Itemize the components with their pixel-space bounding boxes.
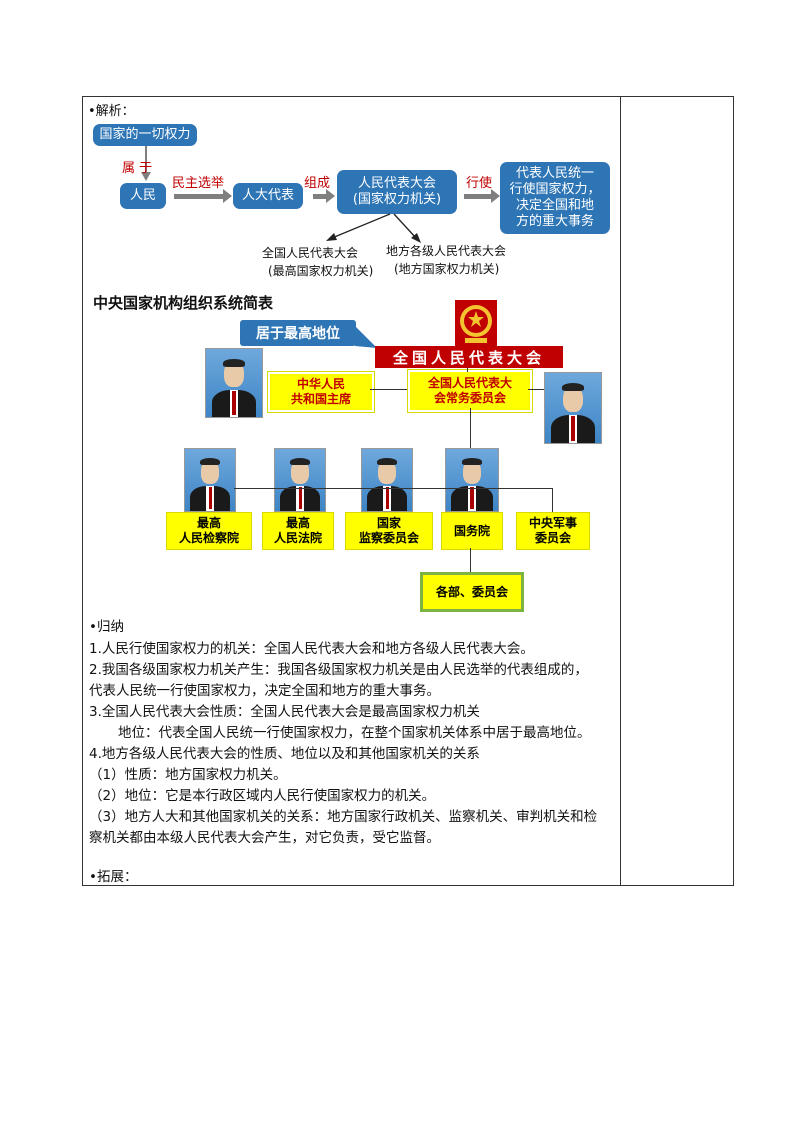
election-label: 民主选举: [172, 176, 225, 191]
callout-pointer-icon: [355, 326, 377, 348]
branch-left-line2: (最高国家权力机关): [268, 264, 374, 278]
ministries-box: 各部、委员会: [420, 572, 524, 612]
connector-line: [370, 389, 410, 390]
branch-left-line1: 全国人民代表大会: [262, 246, 359, 260]
premier-photo: [445, 448, 499, 512]
connector-line: [467, 368, 468, 372]
exercise-label: 行使: [466, 176, 493, 191]
national-emblem-icon: [455, 300, 497, 346]
summary-heading: •归纳: [89, 619, 124, 635]
form-label: 组成: [304, 176, 331, 191]
standing-line2: 会常务委员会: [433, 391, 506, 405]
president-line1: 中华人民: [296, 377, 345, 391]
summary-line: 3.全国人民代表大会性质：全国人民代表大会是最高国家权力机关: [89, 704, 480, 720]
procuratorate-line1: 最高: [196, 516, 221, 530]
military-line2: 委员会: [534, 531, 571, 545]
org-chart-title: 中央国家机构组织系统简表: [93, 294, 274, 312]
result-line4: 方的重大事务: [515, 214, 594, 229]
connector-line: [234, 488, 552, 489]
election-arrow-icon: [174, 189, 232, 203]
president-photo: [205, 348, 263, 418]
court-line1: 最高: [285, 516, 310, 530]
deputies-box: 人大代表: [233, 183, 303, 209]
arrow-down-icon: [141, 146, 151, 181]
supervision-box: 国家监察委员会: [345, 512, 433, 550]
procuratorate-line2: 人民检察院: [178, 531, 239, 545]
president-box: 中华人民共和国主席: [267, 371, 375, 413]
result-line2: 行使国家权力，: [509, 182, 601, 197]
connector-line: [470, 408, 471, 448]
npc-box: 人民代表大会 (国家权力机关): [337, 170, 457, 214]
court-box: 最高人民法院: [262, 512, 334, 550]
standing-line1: 全国人民代表大: [427, 376, 512, 390]
summary-line: 察机关都由本级人民代表大会产生，对它负责，受它监督。: [89, 830, 440, 846]
summary-line: 1.人民行使国家权力的机关：全国人民代表大会和地方各级人民代表大会。: [89, 641, 534, 657]
standing-committee-box: 全国人民代表大会常务委员会: [407, 369, 533, 413]
summary-line: 4.地方各级人民代表大会的性质、地位以及和其他国家机关的关系: [89, 746, 480, 762]
supervision-line2: 监察委员会: [358, 531, 419, 545]
npc-banner: 全国人民代表大会: [375, 346, 563, 368]
supervision-line1: 国家: [376, 516, 401, 530]
result-box: 代表人民统一 行使国家权力， 决定全国和地 方的重大事务: [500, 162, 610, 234]
military-line1: 中央军事: [528, 516, 577, 530]
npc-box-line2: (国家权力机关): [352, 192, 442, 207]
president-line2: 共和国主席: [290, 392, 351, 406]
procurator-photo: [184, 448, 236, 512]
connector-line: [470, 548, 471, 572]
npc-box-line1: 人民代表大会: [357, 176, 436, 191]
branch-right-line2: (地方国家权力机关): [394, 262, 500, 276]
belongs-label: 属 于: [122, 161, 153, 176]
military-commission-box: 中央军事委员会: [516, 512, 590, 550]
procuratorate-box: 最高人民检察院: [166, 512, 252, 550]
summary-line: 地位：代表全国人民统一行使国家权力，在整个国家机关体系中居于最高地位。: [118, 725, 591, 741]
connector-line: [552, 488, 553, 512]
court-president-photo: [274, 448, 326, 512]
summary-line: （2）地位：它是本行政区域内人民行使国家权力的机关。: [89, 788, 436, 804]
analysis-heading: •解析：: [88, 104, 135, 119]
extension-heading: •拓展：: [89, 869, 138, 885]
connector-line: [528, 389, 544, 390]
all-power-box: 国家的一切权力: [93, 124, 197, 146]
state-council-box: 国务院: [441, 512, 503, 550]
summary-line: （3）地方人大和其他国家机关的关系：地方国家行政机关、监察机关、审判机关和检: [89, 809, 598, 825]
summary-line: （1）性质：地方国家权力机关。: [89, 767, 287, 783]
content-table: [82, 96, 734, 886]
result-line1: 代表人民统一: [515, 166, 594, 181]
supervision-chair-photo: [361, 448, 413, 512]
result-line3: 决定全国和地: [515, 198, 594, 213]
people-box: 人民: [120, 183, 166, 209]
supreme-position-callout: 居于最高地位: [240, 320, 356, 346]
exercise-arrow-icon: [464, 189, 500, 203]
branch-arrows-icon: [326, 213, 421, 243]
form-arrow-icon: [313, 189, 335, 203]
summary-line: 代表人民统一行使国家权力，决定全国和地方的重大事务。: [89, 683, 440, 699]
standing-chair-photo: [544, 372, 602, 444]
summary-line: 2.我国各级国家权力机关产生：我国各级国家权力机关是由人民选举的代表组成的，: [89, 662, 588, 678]
branch-right-line1: 地方各级人民代表大会: [386, 244, 507, 258]
court-line2: 人民法院: [273, 531, 322, 545]
table-divider: [620, 96, 621, 886]
